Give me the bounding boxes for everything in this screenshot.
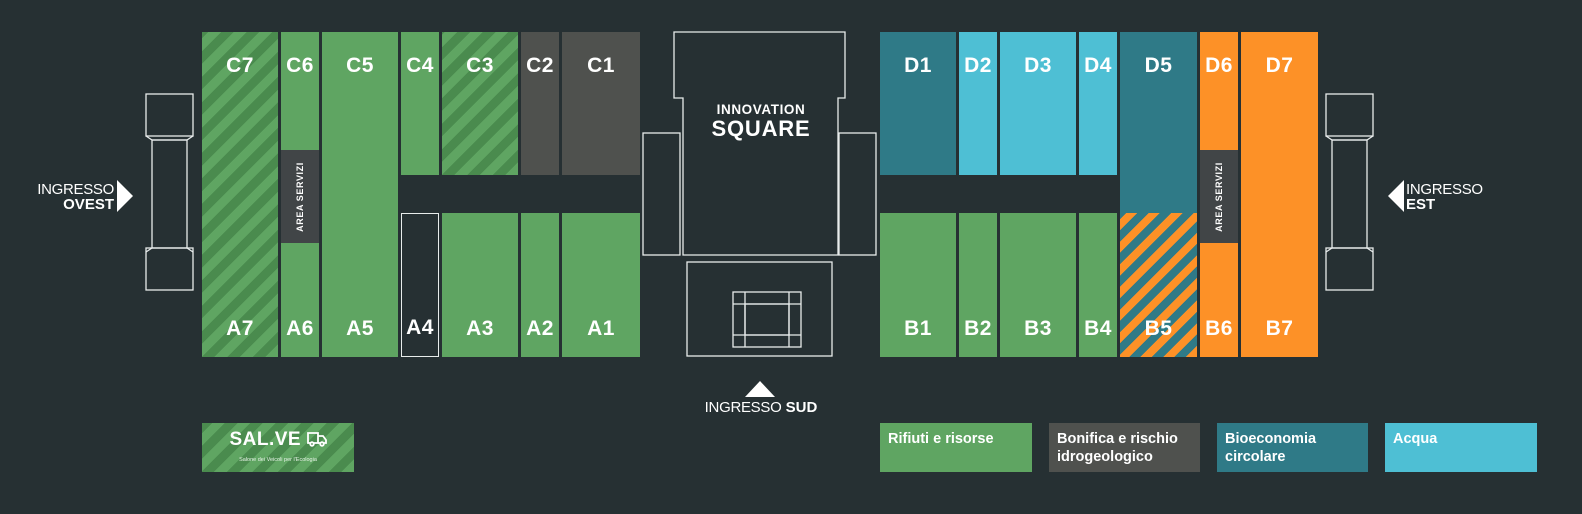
hall-label-a4: A4 — [406, 316, 434, 339]
hall-c2[interactable]: C2 — [521, 32, 559, 175]
hall-a2[interactable]: A2 — [521, 213, 559, 357]
hall-c5-a5[interactable]: C5 A5 — [322, 32, 398, 357]
west-entrance-word: INGRESSO — [37, 181, 114, 198]
east-entrance-label: INGRESSO EST — [1406, 182, 1496, 212]
legend-bonifica-e-rischio-idrogeologico: Bonifica e rischio idrogeologico — [1049, 423, 1200, 472]
legend-label: Rifiuti e risorse — [888, 431, 994, 447]
area-servizi-east[interactable]: AREA SERVIZI — [1200, 150, 1238, 243]
hall-b2[interactable]: B2 — [959, 213, 997, 357]
hall-label-b1: B1 — [904, 317, 932, 340]
legend-acqua: Acqua — [1385, 423, 1537, 472]
hall-label-b6: B6 — [1205, 317, 1233, 340]
innovation-square-line1: INNOVATION — [716, 102, 806, 117]
hall-label-c5: C5 — [346, 54, 374, 77]
hall-label-d4: D4 — [1084, 54, 1112, 77]
hall-label-a5: A5 — [346, 317, 374, 340]
hall-d2[interactable]: D2 — [959, 32, 997, 175]
hall-label-c7: C7 — [226, 54, 254, 77]
hall-label-d6: D6 — [1205, 54, 1233, 77]
hall-label-d7: D7 — [1265, 54, 1294, 77]
hall-d7-b7[interactable]: D7 B7 — [1241, 32, 1318, 357]
hall-label-c1: C1 — [587, 54, 615, 77]
innovation-square-title: INNOVATION SQUARE — [683, 102, 839, 141]
hall-label-b5: B5 — [1144, 317, 1173, 340]
hall-d5[interactable]: D5 — [1120, 32, 1197, 213]
hall-a1[interactable]: A1 — [562, 213, 640, 357]
south-entrance-word: INGRESSO — [704, 399, 782, 416]
salve-logo-box: SAL.VE Salone dei Veicoli per l'Ecologia — [202, 423, 354, 472]
hall-label-d5: D5 — [1144, 54, 1173, 77]
legend-label: Bonifica e rischio idrogeologico — [1057, 431, 1178, 465]
legend-label: Bioeconomia circolare — [1225, 431, 1317, 465]
south-entrance-arrow-icon[interactable] — [745, 381, 775, 397]
east-entrance-building — [1325, 93, 1374, 291]
hall-c4[interactable]: C4 — [401, 32, 439, 175]
hall-label-b2: B2 — [964, 317, 992, 340]
innovation-square-outline[interactable] — [640, 30, 880, 360]
hall-label-c3: C3 — [466, 54, 494, 77]
hall-label-c4: C4 — [406, 54, 434, 77]
west-entrance-building — [145, 93, 194, 291]
hall-label-a6: A6 — [286, 317, 314, 340]
hall-label-b7: B7 — [1265, 317, 1294, 340]
legend-rifiuti-e-risorse: Rifiuti e risorse — [880, 423, 1032, 472]
hall-d3[interactable]: D3 — [1000, 32, 1076, 175]
hall-c1[interactable]: C1 — [562, 32, 640, 175]
hall-b3[interactable]: B3 — [1000, 213, 1076, 357]
salve-logo-name: SAL.VE — [229, 429, 302, 450]
south-entrance-label: INGRESSO SUD — [700, 400, 822, 415]
hall-b1[interactable]: B1 — [880, 213, 956, 357]
truck-icon — [306, 432, 327, 447]
hall-label-b4: B4 — [1084, 317, 1112, 340]
east-entrance-word: INGRESSO — [1406, 181, 1483, 198]
east-entrance-arrow-icon[interactable] — [1386, 180, 1404, 212]
legend-bioeconomia-circolare: Bioeconomia circolare — [1217, 423, 1368, 472]
west-entrance-direction: OVEST — [63, 196, 114, 213]
south-entrance-direction: SUD — [785, 399, 818, 416]
hall-a4[interactable]: A4 — [401, 213, 439, 357]
area-servizi-west[interactable]: AREA SERVIZI — [281, 150, 319, 243]
hall-label-d3: D3 — [1024, 54, 1052, 77]
hall-label-c6: C6 — [286, 54, 314, 77]
hall-label-a1: A1 — [587, 317, 615, 340]
hall-label-b3: B3 — [1024, 317, 1052, 340]
salve-logo-tagline: Salone dei Veicoli per l'Ecologia — [239, 457, 317, 463]
hall-label-d1: D1 — [904, 54, 932, 77]
hall-label-a2: A2 — [526, 317, 554, 340]
hall-label-c2: C2 — [526, 54, 554, 77]
hall-b4[interactable]: B4 — [1079, 213, 1117, 357]
hall-label-d2: D2 — [964, 54, 992, 77]
hall-d4[interactable]: D4 — [1079, 32, 1117, 175]
innovation-square-line2: SQUARE — [711, 116, 811, 141]
hall-d1[interactable]: D1 — [880, 32, 956, 175]
west-entrance-label: INGRESSO OVEST — [34, 182, 114, 212]
hall-a3[interactable]: A3 — [442, 213, 518, 357]
hall-c7-a7[interactable]: C7 A7 — [202, 32, 278, 357]
legend-label: Acqua — [1393, 431, 1438, 447]
salve-logo: SAL.VE — [202, 429, 354, 451]
hall-label-a3: A3 — [466, 317, 494, 340]
hall-c3[interactable]: C3 — [442, 32, 518, 175]
hall-b5[interactable]: B5 — [1120, 213, 1197, 357]
hall-label-a7: A7 — [226, 317, 254, 340]
west-entrance-arrow-icon[interactable] — [117, 180, 135, 212]
east-entrance-direction: EST — [1406, 196, 1436, 213]
